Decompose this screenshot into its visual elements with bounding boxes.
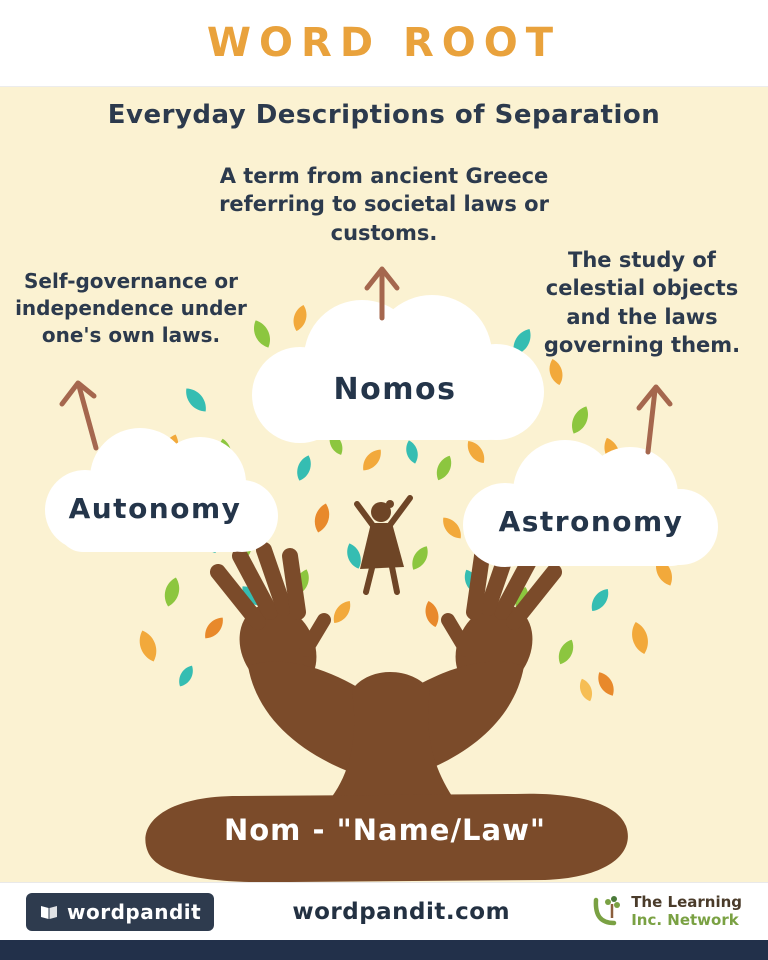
description-astronomy: The study of celestial objects and the l… [543, 248, 741, 358]
partner-name-line2: Inc. Network [631, 910, 739, 929]
cloud-label-autonomy: Autonomy [68, 492, 242, 525]
partner-name-line1: The Learning [631, 893, 742, 912]
brand-badge-text: wordpandit [67, 899, 202, 924]
arrow-right [636, 384, 673, 455]
root-meaning-label: Nom - "Name/Law" [223, 813, 546, 847]
arrow-left [59, 380, 99, 451]
partner-logo: The Learning Inc. Network [588, 893, 742, 930]
page-title: WORD ROOT [206, 20, 562, 66]
cloud-label-astronomy: Astronomy [498, 505, 684, 538]
footer-bar: wordpandit wordpandit.com The Learning I… [0, 882, 768, 940]
person-tree-icon [593, 895, 621, 925]
arrow-center [364, 266, 400, 321]
wordpandit-logo: wordpandit [26, 892, 215, 931]
cloud-autonomy [45, 428, 278, 552]
description-nomos: A term from ancient Greece referring to … [219, 164, 549, 245]
cloud-nomos [252, 295, 544, 443]
open-book-icon [41, 905, 57, 919]
header-banner: WORD ROOT [0, 0, 768, 87]
cloud-label-nomos: Nomos [333, 372, 457, 407]
description-autonomy: Self-governance or independence under on… [15, 269, 247, 347]
child-silhouette [354, 495, 413, 595]
cloud-astronomy [463, 440, 718, 567]
bottom-accent-strip [0, 940, 768, 960]
infographic-title: Everyday Descriptions of Separation [107, 100, 661, 130]
website-url: wordpandit.com [292, 898, 511, 925]
